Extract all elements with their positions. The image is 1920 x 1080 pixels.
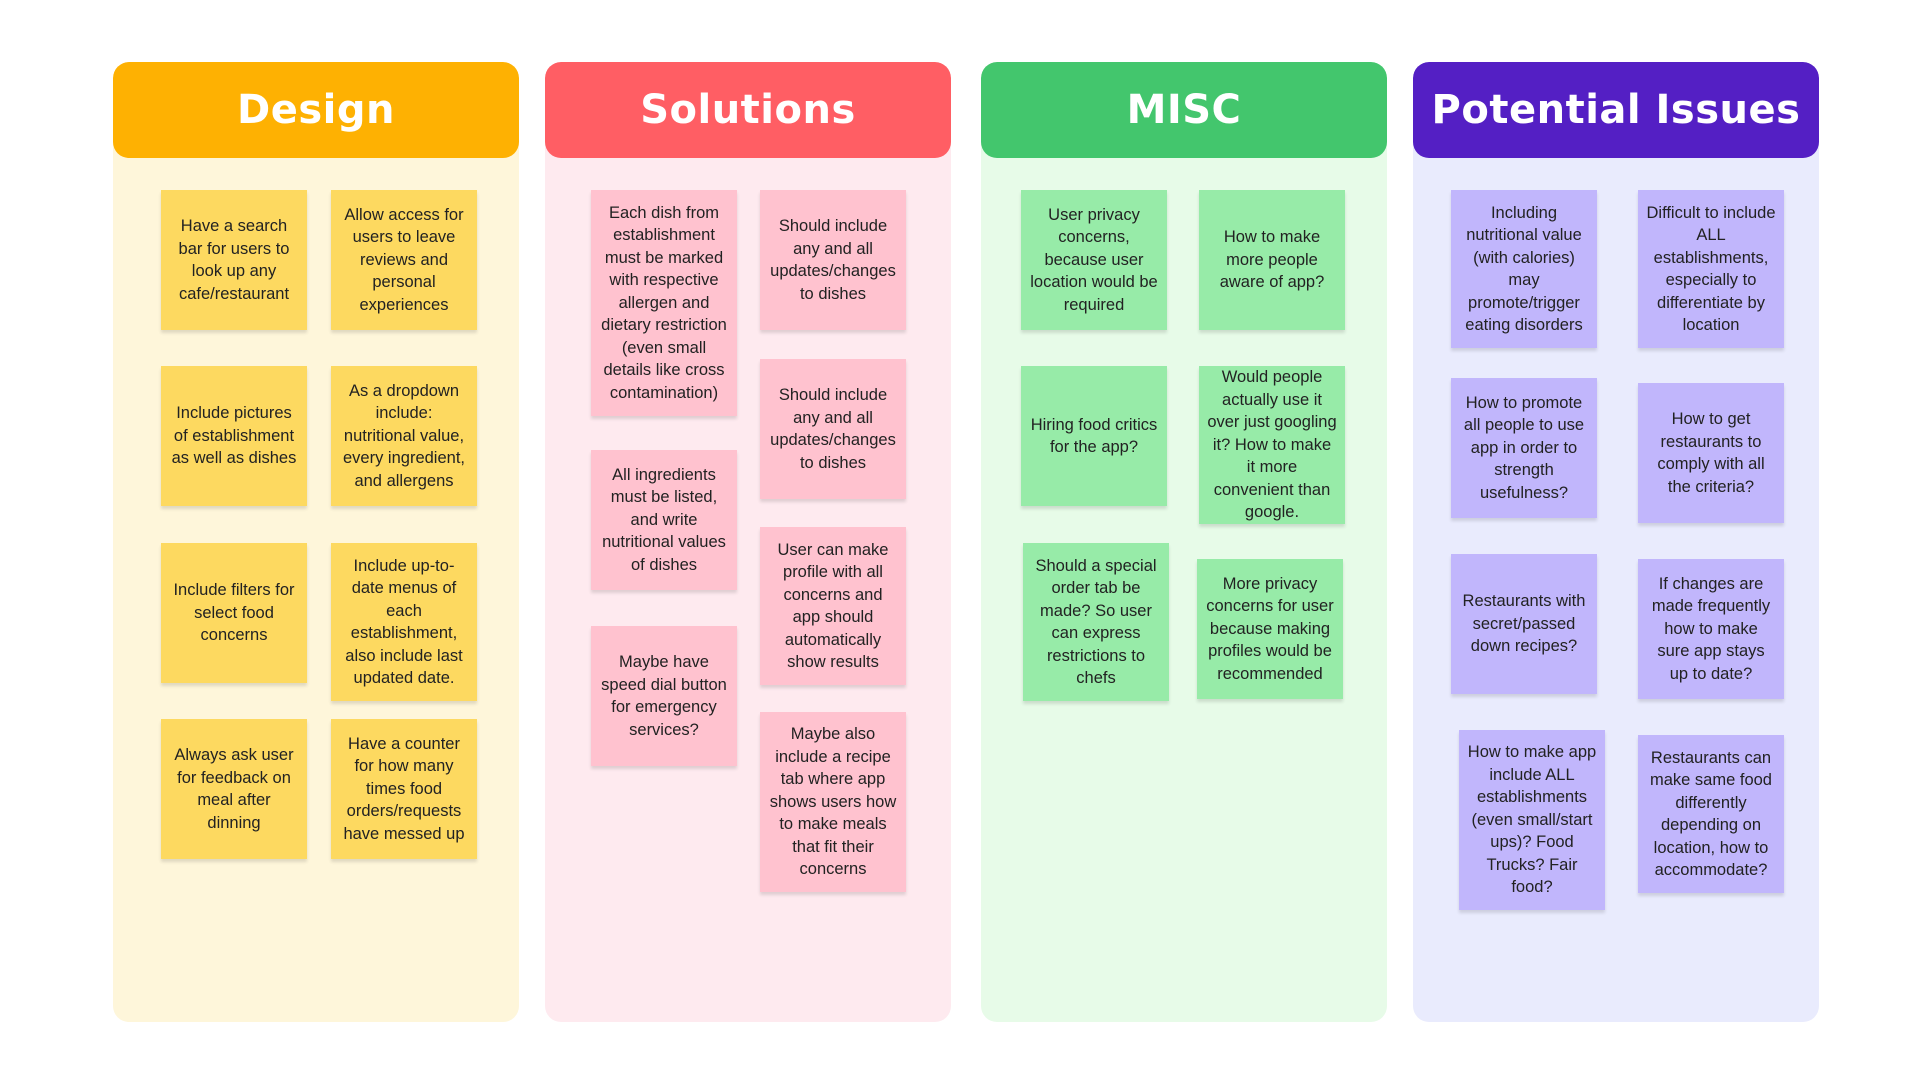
sticky-note[interactable]: User privacy concerns, because user loca… — [1021, 190, 1167, 330]
sticky-note[interactable]: More privacy concerns for user because m… — [1197, 559, 1343, 699]
sticky-note[interactable]: Have a search bar for users to look up a… — [161, 190, 307, 330]
column-potential-issues: Potential Issues Including nutritional v… — [1413, 62, 1819, 1022]
column-design: Design Have a search bar for users to lo… — [113, 62, 519, 1022]
sticky-note[interactable]: Include pictures of establishment as wel… — [161, 366, 307, 506]
sticky-note[interactable]: Including nutritional value (with calori… — [1451, 190, 1597, 348]
sticky-note[interactable]: Maybe have speed dial button for emergen… — [591, 626, 737, 766]
column-title-solutions: Solutions — [545, 62, 951, 158]
sticky-note[interactable]: As a dropdown include: nutritional value… — [331, 366, 477, 506]
column-title-potential-issues: Potential Issues — [1413, 62, 1819, 158]
sticky-note[interactable]: Include filters for select food concerns — [161, 543, 307, 683]
sticky-note[interactable]: Maybe also include a recipe tab where ap… — [760, 712, 906, 892]
sticky-note[interactable]: How to make more people aware of app? — [1199, 190, 1345, 330]
column-solutions: Solutions Each dish from establishment m… — [545, 62, 951, 1022]
sticky-note[interactable]: User can make profile with all concerns … — [760, 527, 906, 685]
sticky-note[interactable]: Hiring food critics for the app? — [1021, 366, 1167, 506]
sticky-note[interactable]: Restaurants can make same food different… — [1638, 735, 1784, 893]
sticky-note[interactable]: Should include any and all updates/chang… — [760, 359, 906, 499]
sticky-note[interactable]: If changes are made frequently how to ma… — [1638, 559, 1784, 699]
sticky-note[interactable]: How to make app include ALL establishmen… — [1459, 730, 1605, 910]
sticky-note[interactable]: How to get restaurants to comply with al… — [1638, 383, 1784, 523]
column-misc: MISC User privacy concerns, because user… — [981, 62, 1387, 1022]
sticky-note[interactable]: Include up-to-date menus of each establi… — [331, 543, 477, 701]
sticky-note[interactable]: Have a counter for how many times food o… — [331, 719, 477, 859]
sticky-note[interactable]: Should include any and all updates/chang… — [760, 190, 906, 330]
sticky-note[interactable]: Would people actually use it over just g… — [1199, 366, 1345, 524]
column-title-misc: MISC — [981, 62, 1387, 158]
sticky-note[interactable]: All ingredients must be listed, and writ… — [591, 450, 737, 590]
sticky-note[interactable]: Always ask user for feedback on meal aft… — [161, 719, 307, 859]
sticky-note[interactable]: Each dish from establishment must be mar… — [591, 190, 737, 416]
sticky-note[interactable]: Should a special order tab be made? So u… — [1023, 543, 1169, 701]
sticky-note[interactable]: Restaurants with secret/passed down reci… — [1451, 554, 1597, 694]
sticky-note[interactable]: How to promote all people to use app in … — [1451, 378, 1597, 518]
sticky-note[interactable]: Difficult to include ALL establishments,… — [1638, 190, 1784, 348]
sticky-note[interactable]: Allow access for users to leave reviews … — [331, 190, 477, 330]
column-title-design: Design — [113, 62, 519, 158]
